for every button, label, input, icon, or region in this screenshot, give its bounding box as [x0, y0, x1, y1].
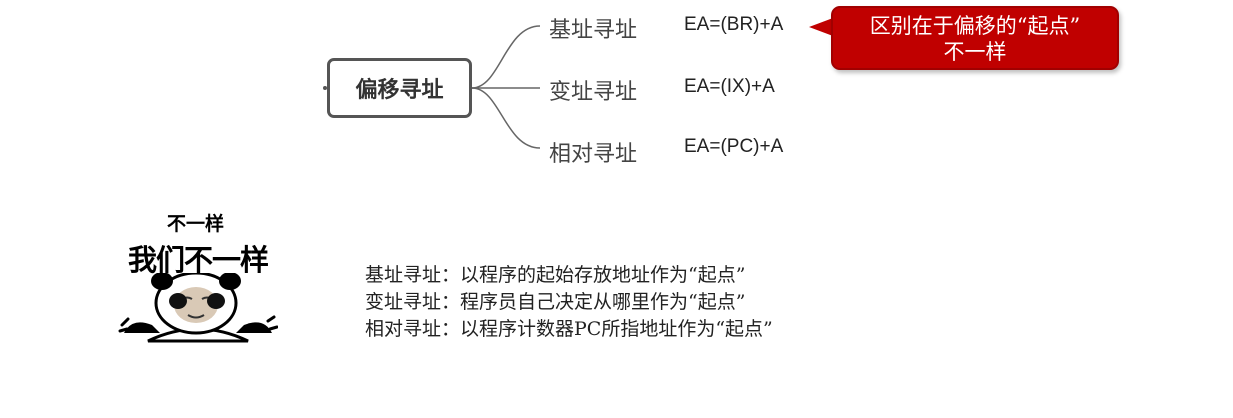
branch-base-addressing: 基址寻址 [549, 12, 637, 44]
formula-base: EA=(BR)+A [684, 14, 784, 35]
meme-big-text: 我们不一样 [127, 243, 269, 277]
branch-relative-addressing: 相对寻址 [549, 136, 637, 168]
branch-label: 变址寻址 [549, 80, 638, 105]
meme-image: 不一样 我们不一样 [118, 195, 278, 345]
root-node-label: 偏移寻址 [355, 78, 444, 103]
callout-line-2: 不一样 [943, 40, 1007, 64]
root-node: 偏移寻址 [327, 58, 472, 118]
note-base-addressing: 基址寻址：以程序的起始存放地址作为“起点” [365, 264, 746, 286]
panda-face-icon [118, 273, 278, 343]
branch-label: 基址寻址 [549, 18, 638, 43]
formula-index: EA=(IX)+A [684, 76, 775, 97]
branch-label: 相对寻址 [549, 142, 638, 167]
meme-small-text: 不一样 [166, 213, 224, 235]
branch-index-addressing: 变址寻址 [549, 74, 637, 106]
connector-relative [471, 87, 541, 149]
note-relative-addressing: 相对寻址：以程序计数器PC所指地址作为“起点” [365, 318, 773, 340]
notes-block: 基址寻址：以程序的起始存放地址作为“起点” 变址寻址：程序员自己决定从哪里作为“… [365, 262, 773, 343]
callout-line-1: 区别在于偏移的“起点” [869, 14, 1081, 38]
root-left-stub [323, 86, 327, 90]
formula-relative: EA=(PC)+A [684, 136, 784, 157]
callout-pointer [809, 18, 833, 36]
callout-box: 区别在于偏移的“起点” 不一样 [831, 6, 1119, 70]
note-index-addressing: 变址寻址：程序员自己决定从哪里作为“起点” [365, 291, 746, 313]
connector-base [471, 25, 541, 89]
